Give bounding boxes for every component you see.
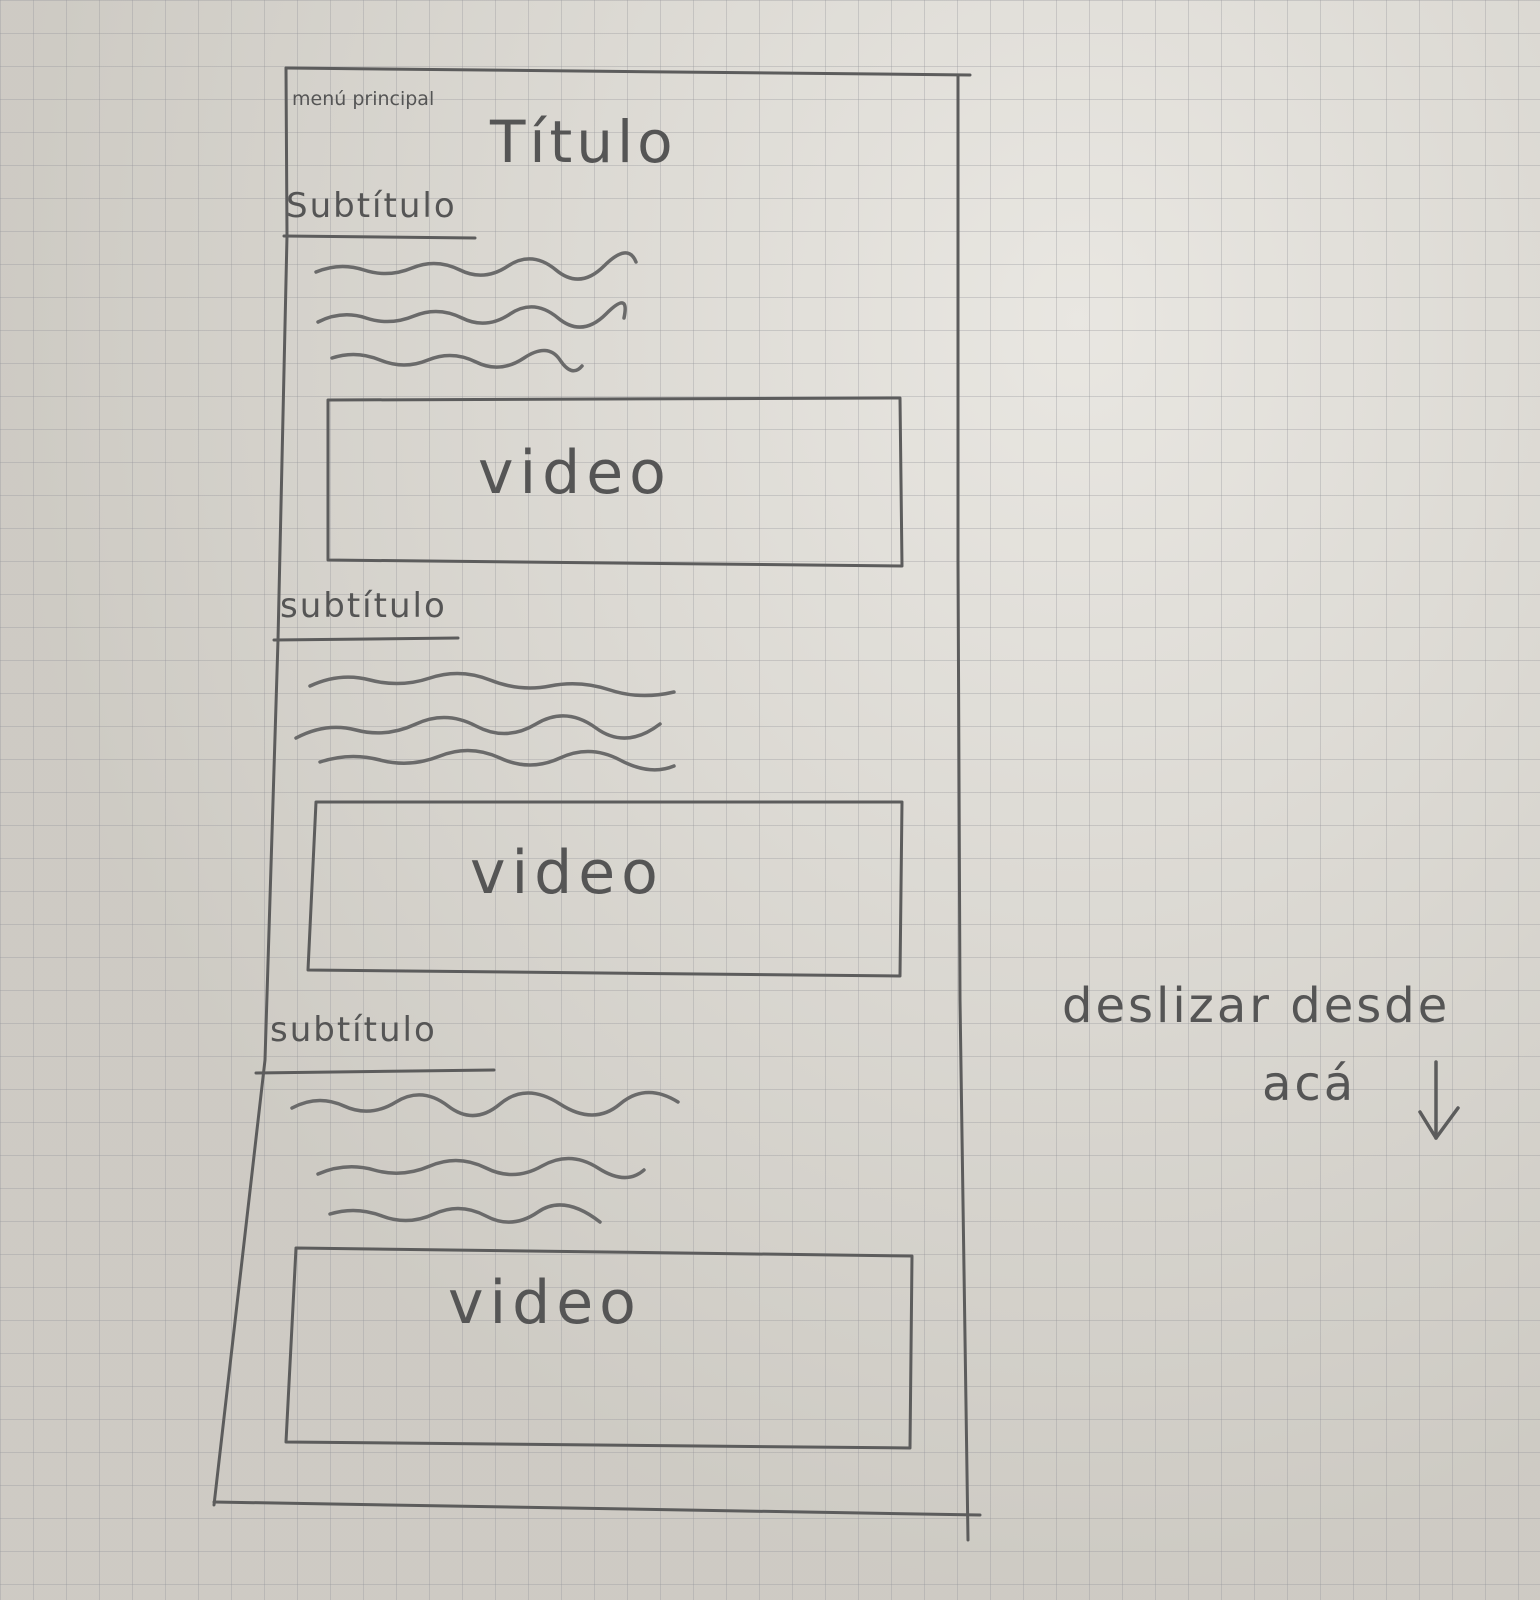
scroll-annotation-line1: deslizar desde [1062, 978, 1451, 1034]
menu-label: menú principal [292, 88, 435, 110]
subtitle-underline [272, 636, 460, 642]
scroll-annotation-line2: acá [1262, 1056, 1357, 1112]
video-box-2 [306, 800, 904, 978]
video-box-1 [326, 396, 904, 568]
video-label: video [448, 1268, 642, 1338]
text-placeholder-lines [290, 1090, 680, 1224]
text-placeholder-lines [294, 671, 676, 772]
section-subtitle: Subtítulo [286, 186, 457, 226]
subtitle-underline [254, 1068, 496, 1075]
text-placeholder-lines [314, 251, 638, 373]
section-subtitle: subtítulo [280, 586, 447, 626]
page-title: Título [490, 108, 677, 176]
phone-frame [212, 66, 982, 1542]
section-subtitle: subtítulo [270, 1010, 437, 1050]
arrow-down-icon [1418, 1060, 1460, 1140]
video-label: video [470, 838, 664, 908]
video-label: video [478, 438, 672, 508]
subtitle-underline [282, 234, 477, 240]
video-box-3 [284, 1246, 914, 1450]
